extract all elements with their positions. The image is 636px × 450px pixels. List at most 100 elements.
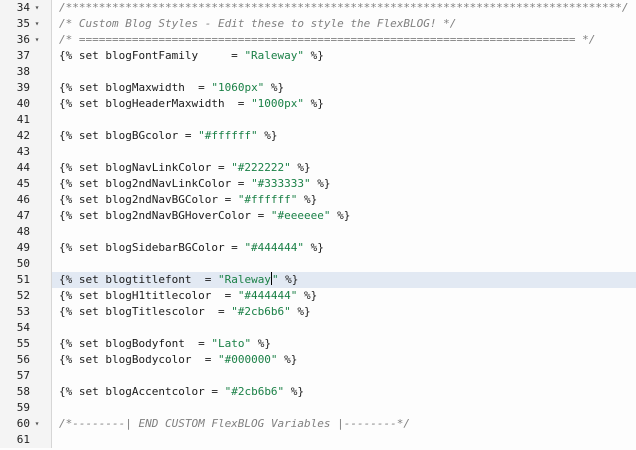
string-token: "#ffffff" [198,129,258,142]
code-line-text[interactable]: /***************************************… [52,0,636,16]
code-line: 55{% set blogBodyfont = "Lato" %} [0,336,636,352]
line-number: 54 [16,321,30,334]
code-line-text[interactable] [52,400,636,416]
code-line-text[interactable]: {% set blogMaxwidth = "1060px" %} [52,80,636,96]
string-token: "Raleway [217,273,271,286]
code-line-text[interactable]: /* Custom Blog Styles - Edit these to st… [52,16,636,32]
code-line-text[interactable]: /* =====================================… [52,32,636,48]
string-token: "Lato" [211,337,252,350]
code-token: %} [330,209,351,222]
code-token: %} [304,97,324,110]
gutter: 49 [0,240,52,256]
code-line-text[interactable]: {% set blog2ndNavBGHoverColor = "#eeeeee… [52,208,636,224]
code-line-text[interactable] [52,224,636,240]
code-token: %} [278,273,299,286]
code-line-text[interactable]: {% set blogFontFamily = "Raleway" %} [52,48,636,64]
code-line-text[interactable]: {% set blog2ndNavLinkColor = "#333333" %… [52,176,636,192]
string-token: "#2cb6b6" [231,305,291,318]
line-number: 46 [16,193,30,206]
code-token: {% set blogBodyfont = [59,337,212,350]
code-token: {% set blogNavLinkColor = [59,161,232,174]
text-cursor [270,272,272,285]
line-number: 48 [16,225,30,238]
fold-arrow-icon[interactable]: ▾ [34,3,40,12]
code-line-text[interactable]: {% set blogBodyfont = "Lato" %} [52,336,636,352]
fold-arrow-icon[interactable]: ▾ [34,19,40,28]
code-token: {% set blog2ndNavBGColor = [59,193,238,206]
gutter: 59 [0,400,52,416]
code-line: 39{% set blogMaxwidth = "1060px" %} [0,80,636,96]
code-line-text[interactable] [52,112,636,128]
code-line: 44 {% set blogNavLinkColor = "#222222" %} [0,160,636,176]
line-number: 43 [16,145,30,158]
code-line-text[interactable] [52,256,636,272]
gutter: 48 [0,224,52,240]
code-line-text[interactable]: {% set blogTitlescolor = "#2cb6b6" %} [52,304,636,320]
code-line-text[interactable] [52,320,636,336]
line-number: 58 [16,385,30,398]
code-line: 51{% set blogtitlefont = "Raleway" %} [0,272,636,288]
gutter: 46 [0,192,52,208]
comment-token: /*--------| END CUSTOM FlexBLOG Variable… [59,417,410,430]
line-number: 41 [16,113,30,126]
string-token: "1000px" [251,97,305,110]
code-line: 43 [0,144,636,160]
gutter: 60▾ [0,416,52,432]
line-number: 45 [16,177,30,190]
code-line-text[interactable]: /*--------| END CUSTOM FlexBLOG Variable… [52,416,636,432]
code-line-text[interactable]: {% set blogNavLinkColor = "#222222" %} [52,160,636,176]
code-token: %} [297,289,318,302]
gutter: 57 [0,368,52,384]
comment-token: /***************************************… [59,1,629,14]
code-token: %} [304,241,324,254]
gutter: 42 [0,128,52,144]
code-line-text[interactable]: {% set blog2ndNavBGColor = "#ffffff" %} [52,192,636,208]
comment-token: /* Custom Blog Styles - Edit these to st… [59,17,457,30]
code-line-text[interactable] [52,144,636,160]
code-line-text[interactable]: {% set blogH1titlecolor = "#444444" %} [52,288,636,304]
gutter: 56 [0,352,52,368]
fold-arrow-icon[interactable]: ▾ [34,35,40,44]
code-line: 60▾ /*--------| END CUSTOM FlexBLOG Varia… [0,416,636,432]
code-token: {% set blogHeaderMaxwidth = [59,97,252,110]
code-line: 40{% set blogHeaderMaxwidth = "1000px" %… [0,96,636,112]
code-line-text[interactable] [52,64,636,80]
gutter: 61 [0,432,52,448]
code-line: 59 [0,400,636,416]
code-line-text[interactable] [52,432,636,448]
gutter: 35▾ [0,16,52,32]
code-line: 38 [0,64,636,80]
gutter: 34▾ [0,0,52,16]
code-token: %} [277,353,298,366]
code-token: {% set blogFontFamily = [59,49,245,62]
code-line: 56{% set blogBodycolor = "#000000" %} [0,352,636,368]
code-token: {% set blog2ndNavBGHoverColor = [59,209,271,222]
gutter: 41 [0,112,52,128]
string-token: "#ffffff" [237,193,298,206]
code-line-text[interactable]: {% set blogHeaderMaxwidth = "1000px" %} [52,96,636,112]
gutter: 58 [0,384,52,400]
line-number: 42 [16,129,30,142]
comment-token: /* =====================================… [59,33,596,46]
line-number: 61 [16,433,30,446]
code-line-text[interactable]: {% set blogtitlefont = "Raleway" %} [52,272,636,288]
code-line-text[interactable]: {% set blogBodycolor = "#000000" %} [52,352,636,368]
code-line-text[interactable]: {% set blogBGcolor = "#ffffff" %} [52,128,636,144]
string-token: "#eeeeee" [270,209,331,222]
code-line: 54 [0,320,636,336]
code-token: {% set blogAccentcolor = [59,385,225,398]
string-token: "1060px" [211,81,265,94]
line-number: 44 [16,161,30,174]
string-token: "#444444" [237,289,298,302]
string-token: "#000000" [217,353,278,366]
code-token: {% set blogBodycolor = [59,353,218,366]
code-token: %} [257,129,278,142]
fold-arrow-icon[interactable]: ▾ [34,419,40,428]
gutter: 43 [0,144,52,160]
code-line-text[interactable]: {% set blogAccentcolor = "#2cb6b6" %} [52,384,636,400]
code-line: 61 [0,432,636,448]
line-number: 52 [16,289,30,302]
code-line-text[interactable] [52,368,636,384]
code-token: %} [290,161,311,174]
code-line-text[interactable]: {% set blogSidebarBGColor = "#444444" %} [52,240,636,256]
